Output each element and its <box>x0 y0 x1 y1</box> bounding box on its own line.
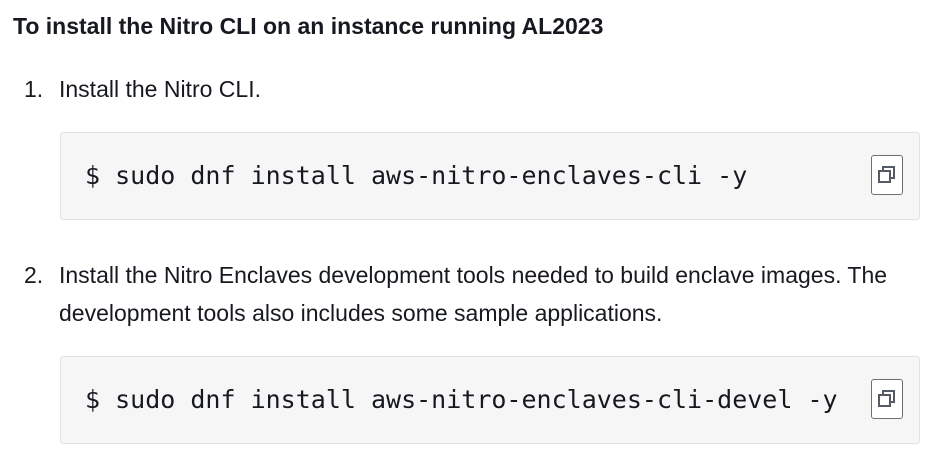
copy-button[interactable] <box>871 379 903 419</box>
copy-icon <box>878 166 895 183</box>
code-command: $ sudo dnf install aws-nitro-enclaves-cl… <box>85 161 748 190</box>
step-text: Install the Nitro Enclaves development t… <box>59 262 888 326</box>
step-number: 2. <box>24 262 44 288</box>
code-block-1: $ sudo dnf install aws-nitro-enclaves-cl… <box>60 132 920 220</box>
copy-button[interactable] <box>871 155 903 195</box>
step-number: 1. <box>24 76 44 102</box>
code-block-2: $ sudo dnf install aws-nitro-enclaves-cl… <box>60 356 920 444</box>
section-heading: To install the Nitro CLI on an instance … <box>13 13 604 39</box>
copy-icon <box>878 390 895 407</box>
step-text: Install the Nitro CLI. <box>59 76 261 102</box>
step-2: 2. Install the Nitro Enclaves developmen… <box>24 256 904 332</box>
code-command: $ sudo dnf install aws-nitro-enclaves-cl… <box>85 385 838 414</box>
step-1: 1. Install the Nitro CLI. <box>24 70 904 108</box>
